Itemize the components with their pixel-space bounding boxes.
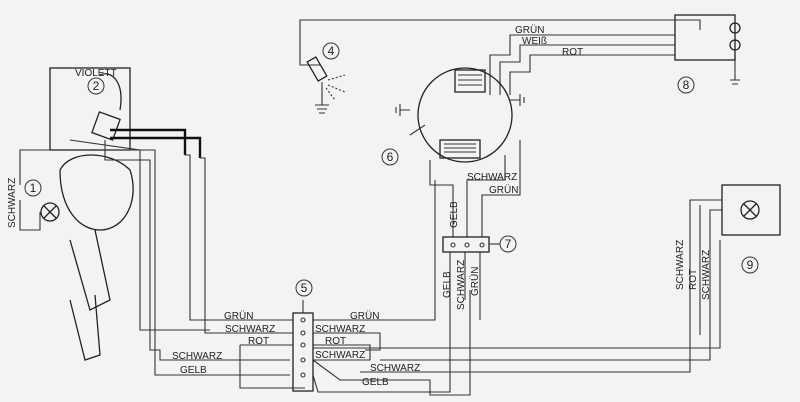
label-c5-right-schwarz2: SCHWARZ xyxy=(315,350,365,361)
component-number-6: 6 xyxy=(387,150,394,164)
label-c5-left-gelb: GELB xyxy=(180,365,207,376)
label-c7-gruen-bottom: GRÜN xyxy=(469,267,481,296)
label-stator-gruen: GRÜN xyxy=(489,184,518,196)
ignition-coil-icon xyxy=(674,14,741,61)
label-c7-gelb-bottom: GELB xyxy=(442,271,453,298)
connector-5 xyxy=(292,312,314,392)
component-number-4: 4 xyxy=(328,44,335,58)
label-c7-gelb-top: GELB xyxy=(449,201,460,228)
connector-7 xyxy=(442,236,490,253)
lamp-1-icon xyxy=(40,202,60,222)
label-lamp1-schwarz: SCHWARZ xyxy=(7,178,18,228)
label-c5-left-schwarz: SCHWARZ xyxy=(225,324,275,335)
wire-labels: VIOLETT SCHWARZ GRÜN WEIß ROT SCHWARZ GR… xyxy=(7,24,712,388)
component-number-8: 8 xyxy=(683,78,690,92)
spark-plug-icon xyxy=(306,56,346,114)
label-c5-right-gelb: GELB xyxy=(362,377,389,388)
label-c7-schwarz-bottom: SCHWARZ xyxy=(456,260,467,310)
label-coil-gruen: GRÜN xyxy=(515,24,544,36)
wires xyxy=(19,19,740,396)
label-c5-right-rot: ROT xyxy=(325,336,346,347)
label-c9-schwarz2: SCHWARZ xyxy=(701,250,712,300)
component-number-2: 2 xyxy=(93,79,100,93)
label-c5-right-schwarz: SCHWARZ xyxy=(315,324,365,335)
lamp-9-icon xyxy=(740,200,760,220)
label-c9-rot: ROT xyxy=(688,269,699,290)
label-c5-left-rot: ROT xyxy=(248,336,269,347)
label-stator-schwarz: SCHWARZ xyxy=(467,172,517,183)
label-coil-weiss: WEIß xyxy=(522,36,547,47)
label-c5-right-gruen: GRÜN xyxy=(350,310,379,322)
label-c5-right-schwarz3: SCHWARZ xyxy=(370,363,420,374)
label-c5-left-schwarz2: SCHWARZ xyxy=(172,351,222,362)
lamp-9-housing xyxy=(721,184,781,236)
component-number-5: 5 xyxy=(301,281,308,295)
component-number-1: 1 xyxy=(30,181,37,195)
label-c9-schwarz: SCHWARZ xyxy=(675,240,686,290)
component-number-7: 7 xyxy=(505,237,512,251)
label-coil-rot: ROT xyxy=(562,47,583,58)
handlebar-switch xyxy=(49,67,134,361)
stator-icon xyxy=(395,67,525,163)
component-numbers: 1 2 4 5 6 7 8 9 xyxy=(24,42,759,297)
component-number-9: 9 xyxy=(747,258,754,272)
label-violett: VIOLETT xyxy=(75,68,117,79)
label-c5-left-gruen: GRÜN xyxy=(224,310,253,322)
